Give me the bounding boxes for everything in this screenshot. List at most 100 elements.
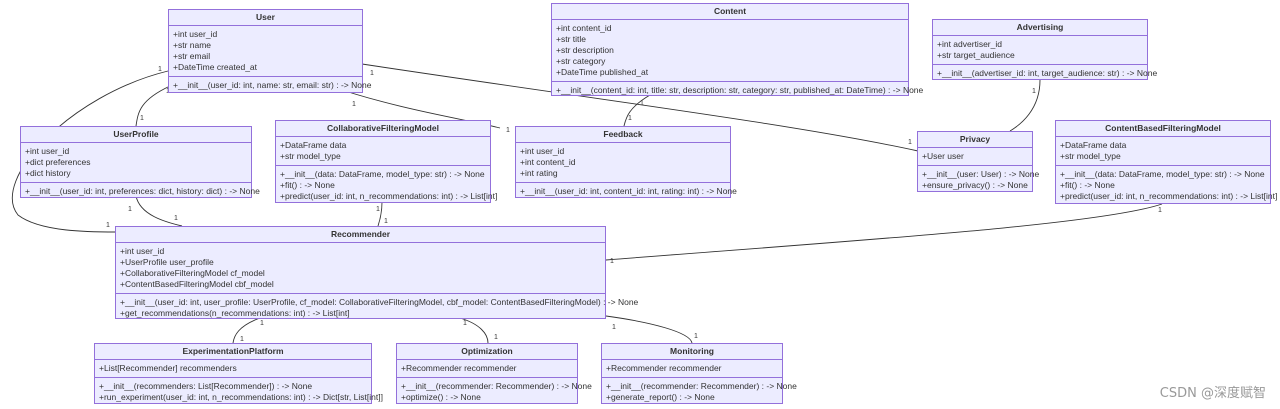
class-userprofile: UserProfile +int user_id +dict preferenc… [20, 126, 260, 200]
attribute: +int user_id [25, 146, 70, 156]
multiplicity-label: 1 [640, 100, 644, 107]
attributes-section: +int user_id +int content_id +int rating [516, 143, 730, 183]
class-user: User +int user_id +str name +str email +… [168, 9, 371, 94]
multiplicity-label: 1 [694, 333, 698, 340]
multiplicity-label: 1 [610, 258, 614, 265]
edge-recommender-optimization [459, 317, 489, 344]
methods-section: +__init__(recommenders: List[Recommender… [95, 378, 383, 406]
attribute: +DataFrame data [280, 140, 347, 150]
method: +predict(user_id: int, n_recommendations… [1060, 191, 1278, 201]
class-name: User [169, 10, 362, 26]
edge-advertising-privacy [1009, 79, 1041, 132]
class-collaborativefilteringmodel: CollaborativeFilteringModel +DataFrame d… [275, 120, 498, 205]
attribute: +str model_type [280, 151, 341, 161]
methods-section: +__init__(user: User) : -> None +ensure_… [918, 166, 1040, 194]
edge-content-feedback [623, 94, 651, 127]
attributes-section: +int user_id +UserProfile user_profile +… [116, 243, 605, 294]
method: +__init__(recommender: Recommender) : ->… [401, 381, 592, 391]
multiplicity-label: 1 [1158, 207, 1162, 214]
class-monitoring: Monitoring +Recommender recommender +__i… [601, 343, 797, 404]
attribute: +CollaborativeFilteringModel cf_model [120, 268, 265, 278]
multiplicity-label: 1 [506, 127, 510, 134]
multiplicity-label: 1 [908, 139, 912, 146]
multiplicity-label: 1 [376, 206, 380, 213]
attributes-section: +int advertiser_id +str target_audience [933, 36, 1147, 65]
class-experimentationplatform: ExperimentationPlatform +List[Recommende… [94, 343, 383, 406]
method: +fit() : -> None [280, 180, 335, 190]
class-name: UserProfile [21, 127, 251, 143]
attribute: +str model_type [1060, 151, 1121, 161]
edge-cbf-recommender [605, 203, 1163, 261]
edge-cf-recommender [377, 201, 383, 227]
multiplicity-label: 1 [158, 66, 162, 73]
attribute: +str description [556, 45, 614, 55]
method: +__init__(user_id: int, user_profile: Us… [120, 297, 639, 307]
method: +get_recommendations(n_recommendations: … [120, 308, 350, 318]
attributes-section: +int user_id +dict preferences +dict his… [21, 143, 251, 183]
class-name: CollaborativeFilteringModel [276, 121, 490, 137]
attributes-section: +DataFrame data +str model_type [1056, 137, 1270, 166]
methods-section: +__init__(data: DataFrame, model_type: s… [276, 166, 498, 205]
multiplicity-label: 1 [128, 206, 132, 213]
attribute: +int content_id [520, 157, 576, 167]
method: +ensure_privacy() : -> None [922, 180, 1028, 190]
methods-section: +__init__(content_id: int, title: str, d… [552, 82, 924, 99]
class-name: Advertising [933, 20, 1147, 36]
method: +fit() : -> None [1060, 180, 1115, 190]
method: +__init__(recommenders: List[Recommender… [99, 381, 313, 391]
attribute: +str title [556, 34, 586, 44]
watermark: CSDN @深度赋智 [1159, 386, 1266, 401]
multiplicity-label: 1 [494, 334, 498, 341]
multiplicity-label: 1 [370, 70, 374, 77]
method: +__init__(user_id: int, preferences: dic… [25, 186, 260, 196]
method: +run_experiment(user_id: int, n_recommen… [99, 392, 383, 402]
methods-section: +__init__(user_id: int, preferences: dic… [21, 183, 260, 200]
method: +__init__(user: User) : -> None [922, 169, 1040, 179]
attribute: +ContentBasedFilteringModel cbf_model [120, 279, 274, 289]
methods-section: +__init__(user_id: int, content_id: int,… [516, 183, 737, 200]
methods-section: +__init__(user_id: int, name: str, email… [169, 77, 371, 94]
multiplicity-label: 1 [140, 115, 144, 122]
class-name: Optimization [397, 344, 577, 360]
attributes-section: +User user [918, 148, 1032, 166]
multiplicity-label: 1 [260, 320, 264, 327]
attributes-section: +Recommender recommender [397, 360, 577, 378]
method: +__init__(data: DataFrame, model_type: s… [1060, 169, 1265, 179]
class-name: Privacy [918, 132, 1032, 148]
class-content: Content +int content_id +str title +str … [551, 3, 924, 99]
attribute: +str category [556, 56, 606, 66]
attribute: +dict preferences [25, 157, 91, 167]
methods-section: +__init__(recommender: Recommender) : ->… [397, 378, 592, 406]
edge-recommender-monitoring [605, 315, 693, 344]
class-feedback: Feedback +int user_id +int content_id +i… [515, 126, 737, 200]
class-name: Recommender [116, 227, 605, 243]
method: +__init__(advertiser_id: int, target_aud… [937, 68, 1158, 78]
attribute: +int advertiser_id [937, 39, 1002, 49]
class-name: ExperimentationPlatform [95, 344, 371, 360]
attribute: +List[Recommender] recommenders [99, 363, 237, 373]
class-recommender: Recommender +int user_id +UserProfile us… [115, 226, 639, 319]
method: +predict(user_id: int, n_recommendations… [280, 191, 498, 201]
multiplicity-label: 1 [106, 222, 110, 229]
edge-user-recommender [12, 70, 169, 233]
class-optimization: Optimization +Recommender recommender +_… [396, 343, 592, 406]
edge-user-privacy [361, 63, 919, 152]
class-name: ContentBasedFilteringModel [1056, 121, 1270, 137]
attribute: +str target_audience [937, 50, 1015, 60]
attribute: +str email [173, 51, 211, 61]
class-name: Feedback [516, 127, 730, 143]
class-privacy: Privacy +User user +__init__(user: User)… [917, 131, 1040, 194]
method: +__init__(content_id: int, title: str, d… [556, 85, 924, 95]
attributes-section: +int content_id +str title +str descript… [552, 20, 908, 82]
method: +generate_report() : -> None [606, 392, 715, 402]
methods-section: +__init__(advertiser_id: int, target_aud… [933, 65, 1158, 82]
method: +__init__(recommender: Recommender) : ->… [606, 381, 797, 391]
class-name: Content [552, 4, 908, 20]
edge-userprofile-recommender [135, 195, 183, 227]
attributes-section: +List[Recommender] recommenders [95, 360, 371, 378]
class-contentbasedfilteringmodel: ContentBasedFilteringModel +DataFrame da… [1055, 120, 1278, 204]
attribute: +int user_id [120, 246, 165, 256]
edge-user-userprofile [135, 85, 171, 127]
attribute: +Recommender recommender [606, 363, 722, 373]
method: +optimize() : -> None [401, 392, 481, 402]
